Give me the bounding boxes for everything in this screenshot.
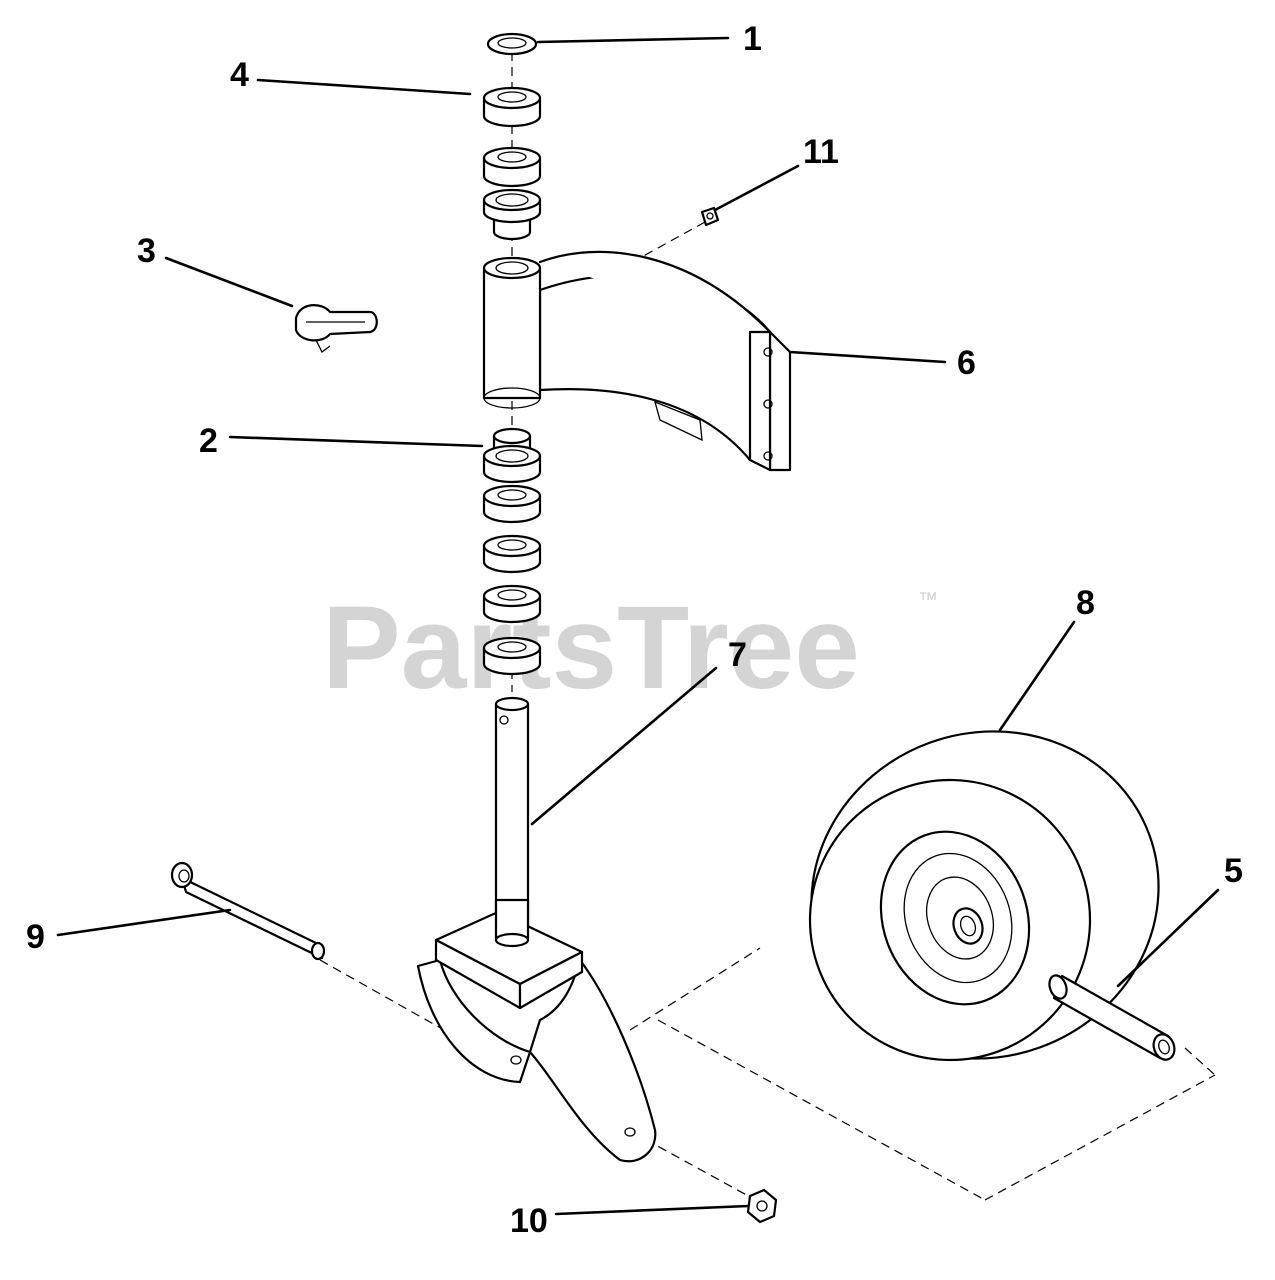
part-top-washer bbox=[486, 32, 538, 56]
leader-1 bbox=[536, 36, 730, 44]
callout-2: 2 bbox=[199, 422, 218, 460]
part-hairpin-clip bbox=[294, 304, 378, 353]
part-lower-bushing bbox=[482, 427, 542, 484]
part-lock-nut bbox=[746, 1188, 778, 1224]
callout-8: 8 bbox=[1076, 584, 1095, 622]
leader-3 bbox=[164, 256, 294, 308]
callout-7: 7 bbox=[728, 636, 747, 674]
callout-10: 10 bbox=[510, 1202, 548, 1240]
part-lower-spacers bbox=[482, 484, 542, 676]
callout-labels: 1 2 3 4 5 6 7 8 9 10 11 bbox=[26, 20, 1243, 1240]
part-upper-spacers bbox=[482, 86, 542, 188]
leader-9 bbox=[56, 908, 232, 937]
part-wheel-tire bbox=[808, 730, 1160, 1062]
leader-11 bbox=[713, 164, 800, 212]
part-upper-bushing bbox=[482, 188, 542, 241]
leader-2 bbox=[228, 435, 484, 448]
leader-5 bbox=[1116, 888, 1220, 988]
leader-8 bbox=[998, 620, 1076, 732]
callout-4: 4 bbox=[230, 56, 249, 94]
part-spacer-tube bbox=[1048, 974, 1176, 1061]
part-caster-arm bbox=[482, 250, 792, 472]
callout-11: 11 bbox=[803, 133, 839, 171]
leader-4 bbox=[256, 78, 472, 96]
leader-10 bbox=[554, 1204, 750, 1216]
leader-7 bbox=[530, 666, 718, 826]
watermark-text: PartsTree bbox=[322, 582, 860, 714]
leader-6 bbox=[788, 350, 947, 364]
leader-lines bbox=[56, 36, 1220, 1216]
callout-9: 9 bbox=[26, 918, 45, 956]
part-caster-fork bbox=[416, 898, 657, 1163]
watermark: PartsTree ™ bbox=[322, 582, 938, 714]
part-grease-fitting bbox=[700, 206, 720, 227]
callout-6: 6 bbox=[957, 344, 976, 382]
watermark-trademark: ™ bbox=[918, 589, 938, 611]
callout-3: 3 bbox=[137, 232, 156, 270]
callout-5: 5 bbox=[1224, 852, 1243, 890]
part-axle-bolt bbox=[170, 861, 326, 961]
callout-1: 1 bbox=[743, 20, 762, 58]
